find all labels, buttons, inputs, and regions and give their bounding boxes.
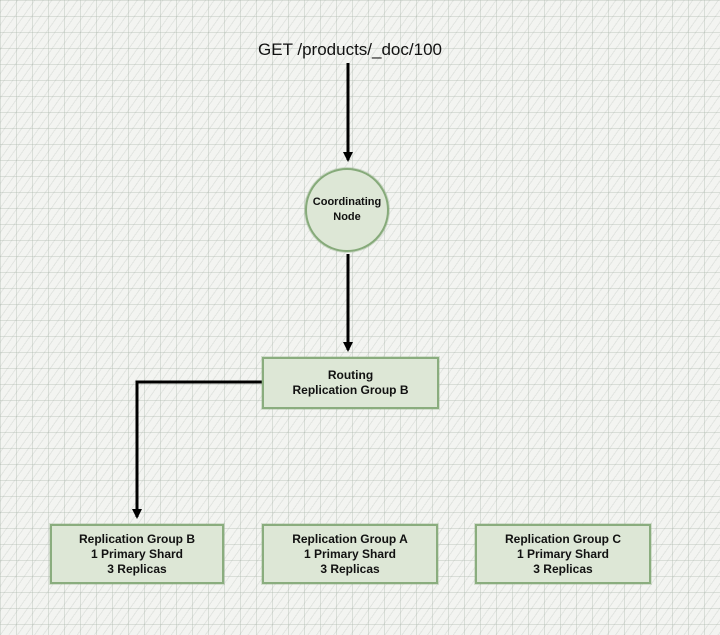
coordinating-node: Coordinating Node (305, 168, 389, 252)
routing-label: Routing Replication Group B (292, 368, 409, 397)
request-label: GET /products/_doc/100 (258, 40, 442, 59)
routing-box: Routing Replication Group B (262, 357, 439, 409)
replication-group-c-label: Replication Group C 1 Primary Shard 3 Re… (504, 531, 621, 576)
arrow-routing-to-group-b (132, 380, 262, 519)
replication-group-a-label: Replication Group A 1 Primary Shard 3 Re… (292, 531, 408, 576)
replication-group-b-label: Replication Group B 1 Primary Shard 3 Re… (78, 531, 195, 576)
replication-group-a-box: Replication Group A 1 Primary Shard 3 Re… (262, 524, 438, 584)
replication-group-b-box: Replication Group B 1 Primary Shard 3 Re… (50, 524, 224, 584)
replication-group-c-box: Replication Group C 1 Primary Shard 3 Re… (475, 524, 651, 584)
coordinating-node-label: Coordinating Node (312, 196, 382, 223)
